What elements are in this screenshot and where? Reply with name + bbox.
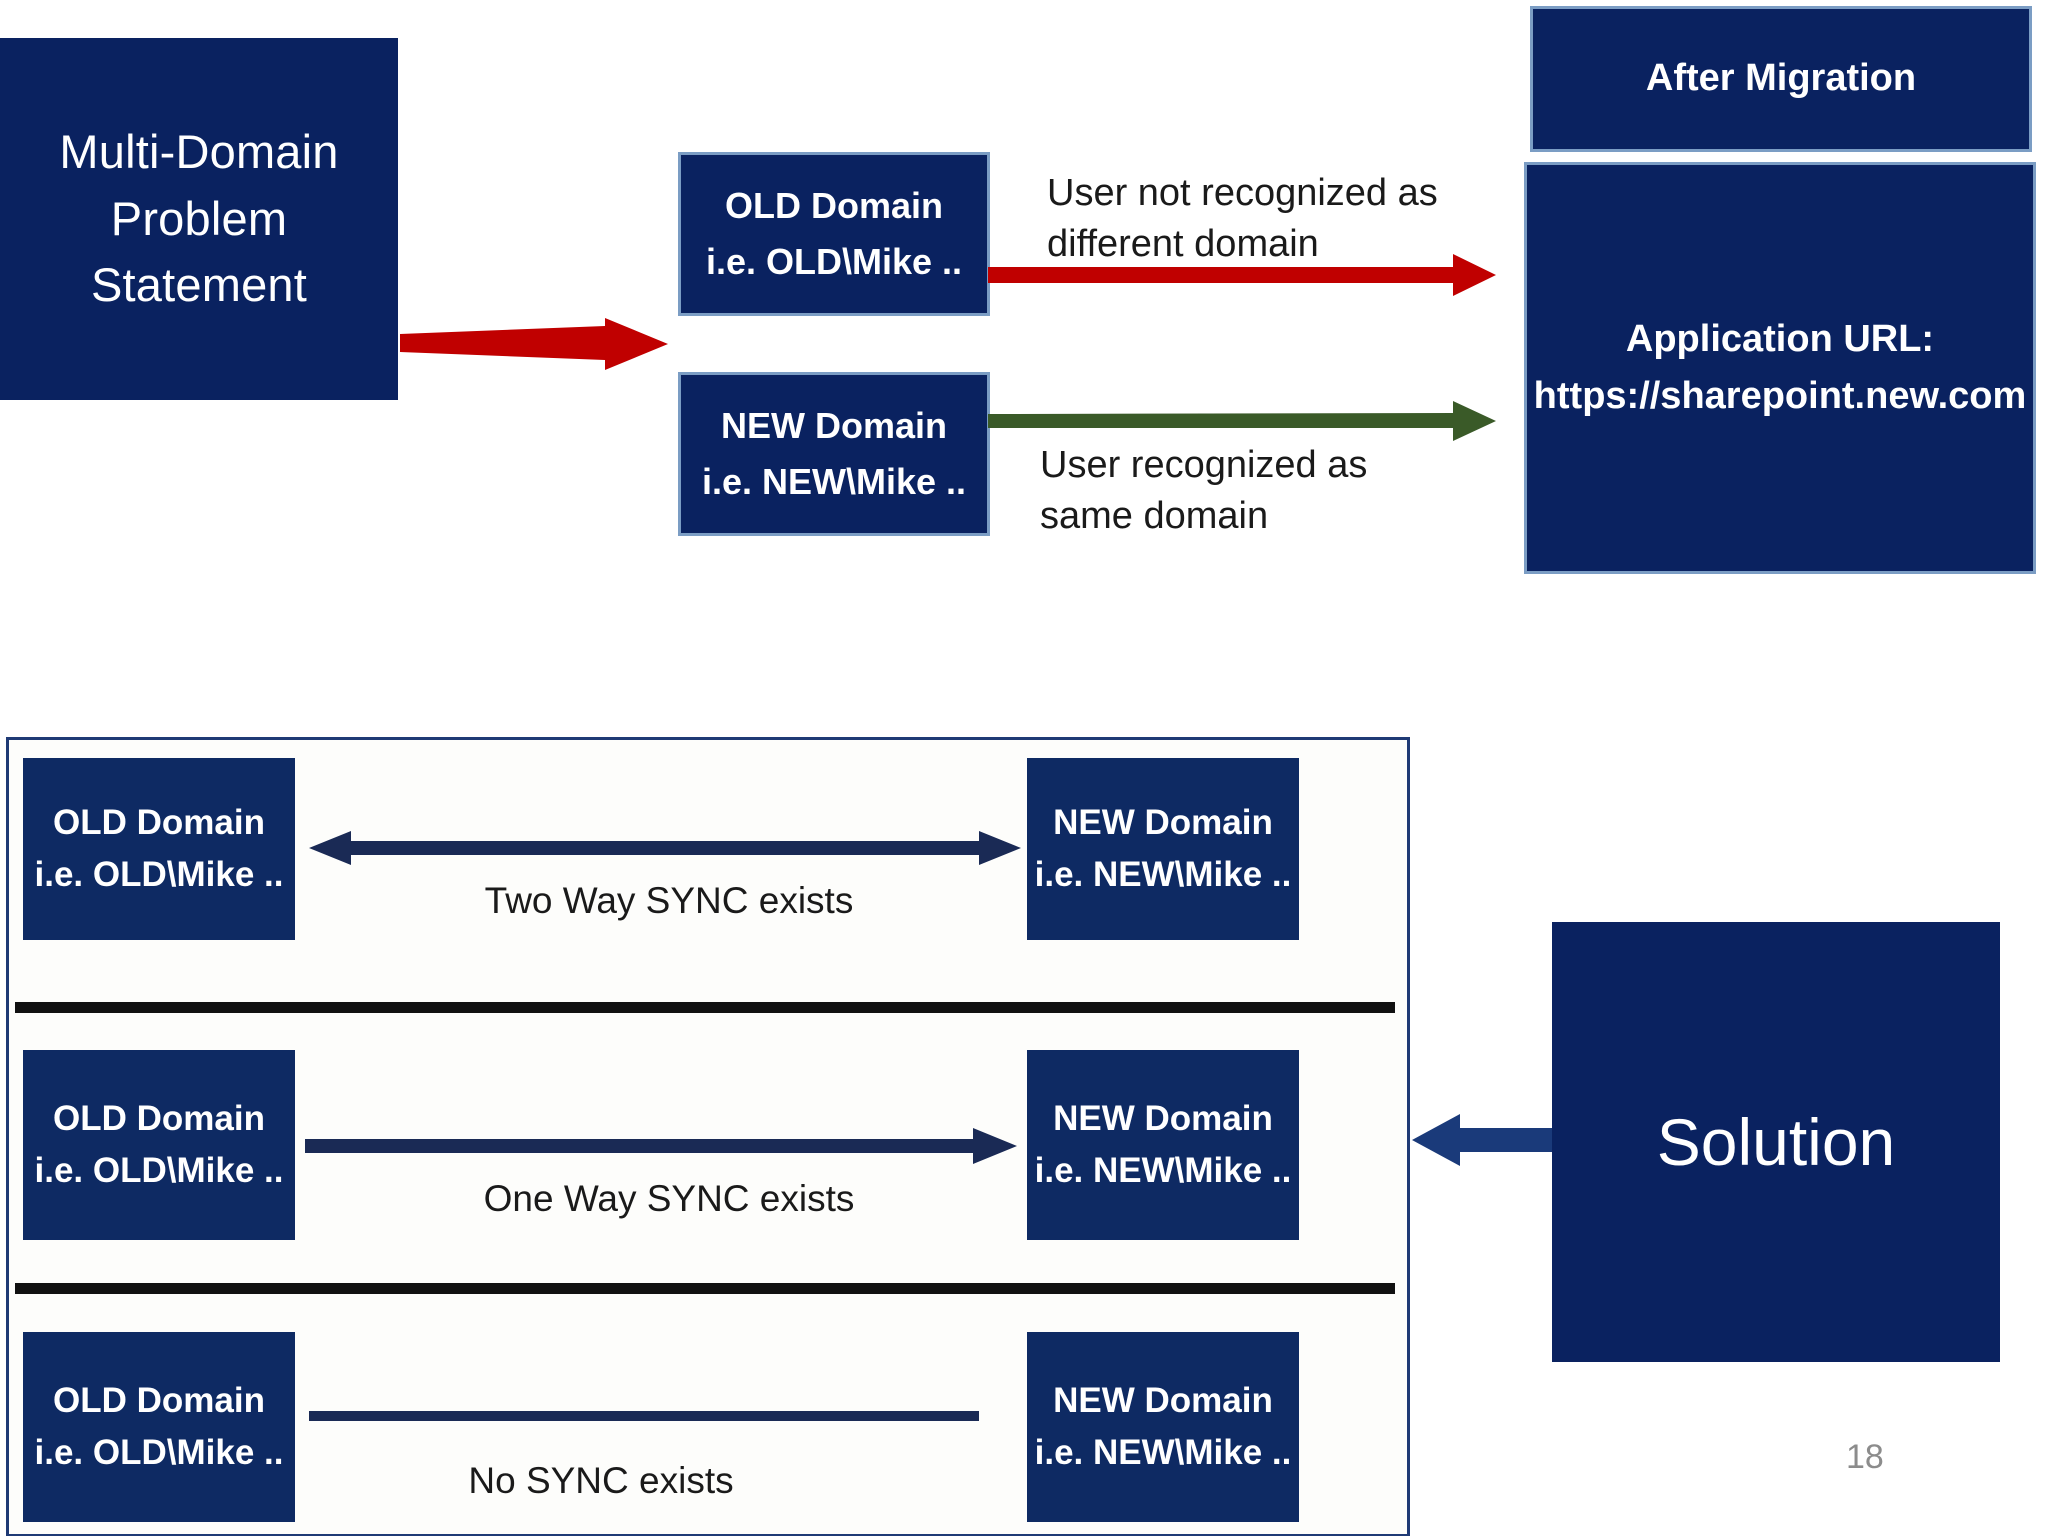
sync-row-0-new-line-2: i.e. NEW\Mike .. (1034, 855, 1292, 894)
red-arrow-not-recognized (988, 254, 1496, 296)
sync-row-1-label: One Way SYNC exists (483, 1178, 855, 1219)
page-number: 18 (1846, 1438, 1884, 1476)
problem-statement-box: Multi-Domain Problem Statement (0, 38, 398, 400)
after-migration-title: After Migration (1645, 57, 1917, 100)
sync-row-1-new-domain-box: NEW Domain i.e. NEW\Mike .. (1027, 1050, 1299, 1240)
application-url-box: Application URL: https://sharepoint.new.… (1524, 162, 2036, 574)
green-arrow-recognized (988, 401, 1496, 441)
sync-row-one-way: OLD Domain i.e. OLD\Mike .. One Way SYNC… (9, 1030, 1407, 1288)
problem-statement-line-2: Problem (110, 191, 288, 245)
sync-row-2-old-line-2: i.e. OLD\Mike .. (34, 1433, 284, 1472)
sync-row-0-old-domain-box: OLD Domain i.e. OLD\Mike .. (23, 758, 295, 940)
solution-box: Solution (1552, 922, 2000, 1362)
application-url-label: Application URL: (1625, 318, 1935, 360)
red-arrow-to-domains (400, 318, 668, 370)
new-domain-top-line-2: i.e. NEW\Mike .. (701, 461, 967, 502)
sync-row-1-new-line-1: NEW Domain (1053, 1098, 1273, 1138)
no-sync-line-icon (309, 1411, 979, 1421)
old-domain-top-line-2: i.e. OLD\Mike .. (705, 241, 963, 282)
sync-scenarios-panel: OLD Domain i.e. OLD\Mike .. Two Way SYNC… (6, 737, 1410, 1536)
sync-row-0-old-line-2: i.e. OLD\Mike .. (34, 855, 284, 894)
sync-row-2-new-domain-box: NEW Domain i.e. NEW\Mike .. (1027, 1332, 1299, 1522)
problem-statement-line-3: Statement (90, 258, 308, 312)
caption-user-recognized: User recognized as same domain (1040, 444, 1368, 538)
caption-user-not-recognized: User not recognized as different domain (1047, 172, 1438, 266)
sync-row-2-old-domain-box: OLD Domain i.e. OLD\Mike .. (23, 1332, 295, 1522)
sync-row-two-way: OLD Domain i.e. OLD\Mike .. Two Way SYNC… (9, 740, 1407, 998)
old-domain-top-line-1: OLD Domain (724, 185, 943, 227)
sync-row-1-old-line-1: OLD Domain (53, 1098, 265, 1138)
new-domain-box-top: NEW Domain i.e. NEW\Mike .. (678, 372, 990, 536)
old-domain-box-top: OLD Domain i.e. OLD\Mike .. (678, 152, 990, 316)
sync-row-no-sync: OLD Domain i.e. OLD\Mike .. No SYNC exis… (9, 1310, 1407, 1536)
sync-row-0-new-line-1: NEW Domain (1053, 802, 1273, 842)
sync-separator-2 (15, 1283, 1395, 1294)
after-migration-header-box: After Migration (1530, 6, 2032, 152)
sync-row-2-label: No SYNC exists (468, 1460, 734, 1501)
sync-row-1-new-line-2: i.e. NEW\Mike .. (1034, 1151, 1292, 1190)
sync-row-2-old-line-1: OLD Domain (53, 1380, 265, 1420)
solution-left-arrow-icon (1412, 1114, 1552, 1166)
sync-row-0-new-domain-box: NEW Domain i.e. NEW\Mike .. (1027, 758, 1299, 940)
sync-row-2-new-line-2: i.e. NEW\Mike .. (1034, 1433, 1292, 1472)
sync-row-0-old-line-1: OLD Domain (53, 802, 265, 842)
two-way-sync-arrow-icon (309, 831, 1021, 865)
sync-row-2-new-line-1: NEW Domain (1053, 1380, 1273, 1420)
new-domain-top-line-1: NEW Domain (720, 405, 947, 447)
sync-separator-1 (15, 1002, 1395, 1013)
solution-label: Solution (1656, 1104, 1896, 1179)
one-way-sync-arrow-icon (305, 1128, 1017, 1164)
application-url-value: https://sharepoint.new.com (1533, 375, 2027, 417)
sync-row-0-label: Two Way SYNC exists (484, 880, 854, 921)
sync-row-1-old-line-2: i.e. OLD\Mike .. (34, 1151, 284, 1190)
problem-statement-line-1: Multi-Domain (59, 124, 339, 178)
sync-row-1-old-domain-box: OLD Domain i.e. OLD\Mike .. (23, 1050, 295, 1240)
